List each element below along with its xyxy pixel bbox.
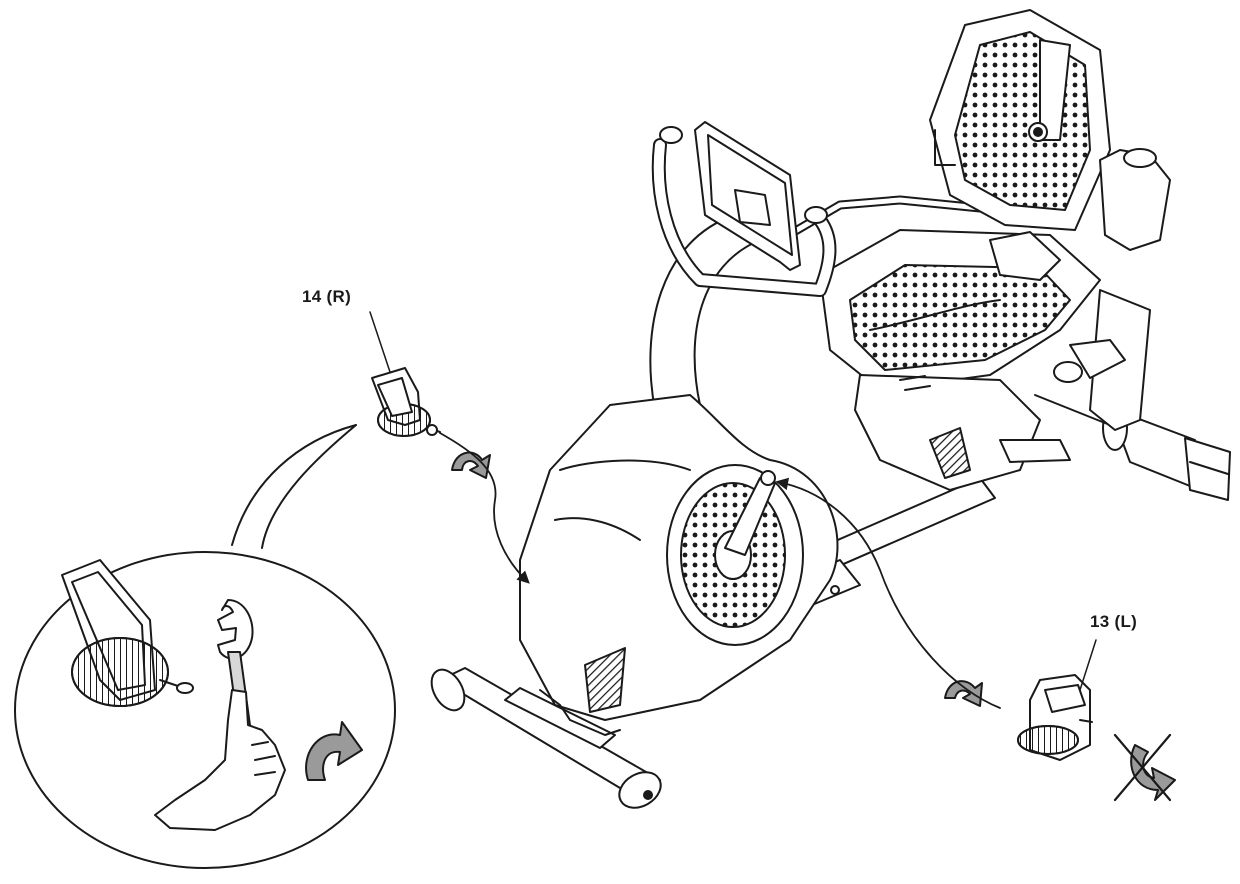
seat-rail-shroud bbox=[854, 374, 1071, 491]
handlebars bbox=[651, 126, 837, 297]
x-mark-icon bbox=[1113, 733, 1176, 802]
install-path-left bbox=[775, 477, 1001, 709]
left-pedal bbox=[1017, 674, 1093, 761]
crank-disc bbox=[666, 464, 804, 646]
console-display bbox=[694, 121, 801, 271]
recumbent-bike bbox=[430, 9, 1231, 809]
leader-line-14 bbox=[369, 311, 391, 373]
curved-arrow-icon bbox=[305, 721, 363, 781]
leader-line-13 bbox=[1079, 639, 1097, 691]
detail-bubble bbox=[14, 424, 396, 869]
right-pedal bbox=[371, 367, 441, 437]
hand bbox=[154, 689, 286, 831]
curved-arrow-icon bbox=[944, 680, 983, 707]
curved-arrow-icon bbox=[451, 451, 491, 479]
console-mast bbox=[646, 214, 761, 423]
callout-label-right-pedal: 14 (R) bbox=[302, 287, 352, 306]
seat-back bbox=[929, 9, 1111, 231]
side-handles bbox=[989, 148, 1171, 431]
install-path-right bbox=[439, 432, 530, 584]
callout-label-left-pedal: 13 (L) bbox=[1090, 612, 1138, 631]
pedal-closeup bbox=[61, 559, 194, 707]
front-stabilizer bbox=[430, 667, 662, 809]
